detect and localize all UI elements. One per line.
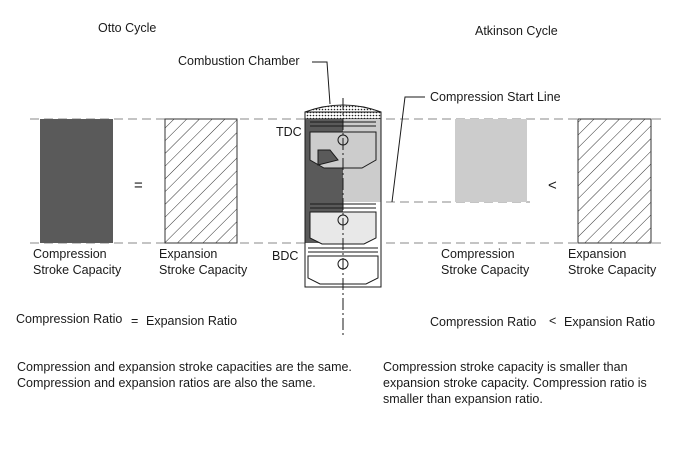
- otto-compression-bar: [40, 119, 113, 243]
- atkinson-compression-label-2: Stroke Capacity: [441, 263, 530, 277]
- compression-start-line-label: Compression Start Line: [430, 90, 561, 104]
- atkinson-compression-label-1: Compression: [441, 247, 515, 261]
- otto-compression-label-1: Compression: [33, 247, 107, 261]
- atkinson-less-than-symbol: <: [548, 177, 557, 194]
- atkinson-expansion-bar: [577, 118, 652, 244]
- otto-description: Compression and expansion stroke capacit…: [17, 360, 352, 390]
- bdc-label: BDC: [272, 249, 298, 263]
- atkinson-compression-bar: [455, 119, 527, 202]
- atkinson-ratio-left: Compression Ratio: [430, 315, 536, 329]
- otto-ratio-right: Expansion Ratio: [146, 314, 237, 328]
- atkinson-expansion-label-2: Stroke Capacity: [568, 263, 657, 277]
- tdc-label: TDC: [276, 125, 302, 139]
- otto-ratio-symbol: =: [131, 314, 138, 328]
- combustion-chamber-leader: [312, 61, 331, 105]
- atkinson-ratio-right: Expansion Ratio: [564, 315, 655, 329]
- otto-compression-label-2: Stroke Capacity: [33, 263, 122, 277]
- combustion-chamber-label: Combustion Chamber: [178, 54, 300, 68]
- otto-expansion-label-1: Expansion: [159, 247, 217, 261]
- atkinson-ratio-symbol: <: [549, 314, 556, 328]
- otto-cycle-title: Otto Cycle: [98, 21, 156, 35]
- atkinson-expansion-label-1: Expansion: [568, 247, 626, 261]
- otto-expansion-bar: [164, 118, 238, 244]
- otto-equals-symbol: =: [134, 177, 143, 194]
- atkinson-description: Compression stroke capacity is smaller t…: [383, 360, 647, 406]
- otto-expansion-label-2: Stroke Capacity: [159, 263, 248, 277]
- compression-start-leader: [391, 96, 425, 203]
- otto-ratio-left: Compression Ratio: [16, 312, 122, 326]
- atkinson-cycle-title: Atkinson Cycle: [475, 24, 558, 38]
